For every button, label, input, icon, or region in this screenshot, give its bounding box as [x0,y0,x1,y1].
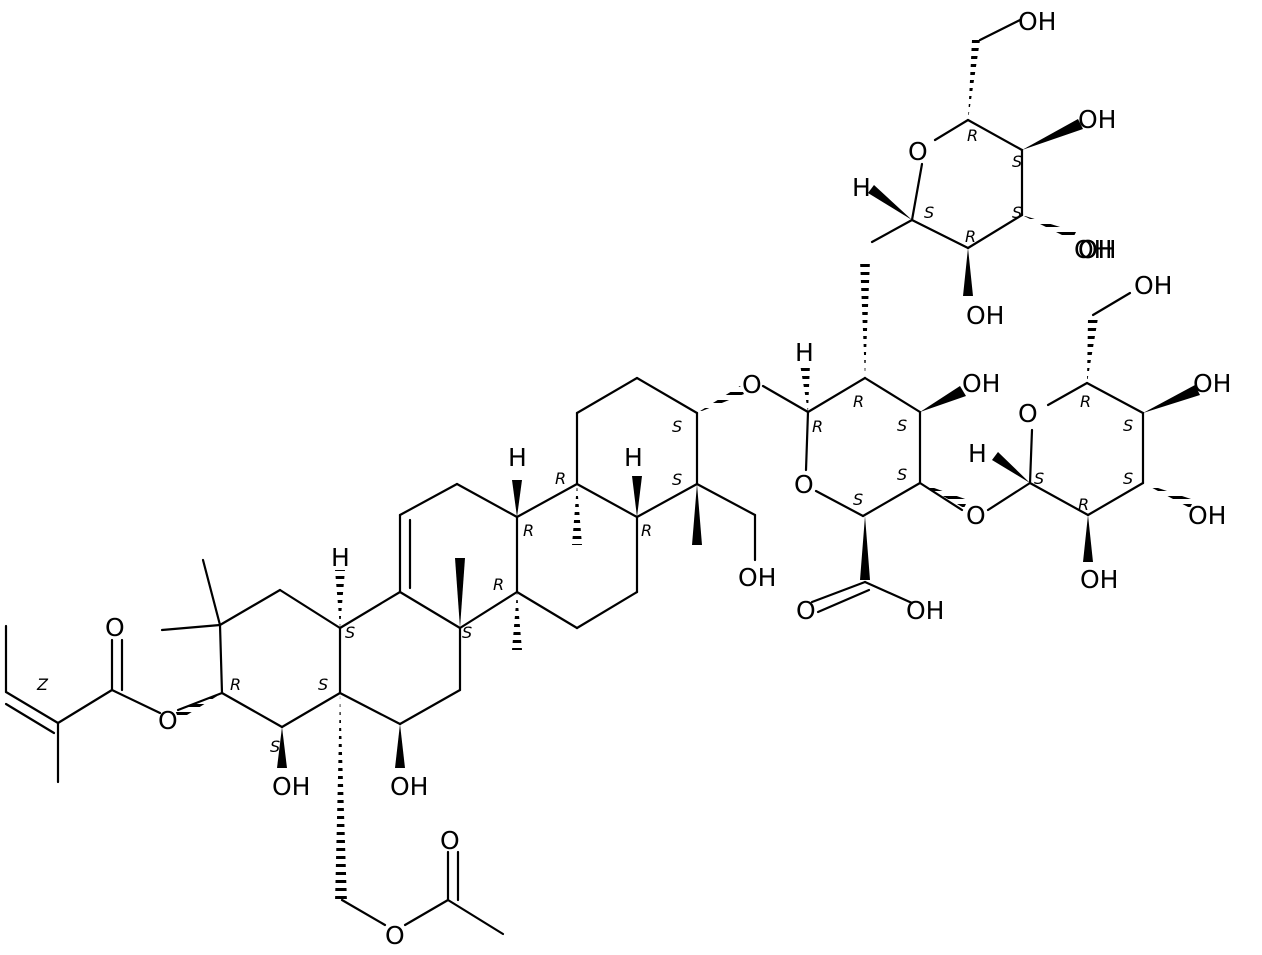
stereo-labels: R S S S R R S S S S R S S R S S R R S R … [36,126,1133,756]
stereo-label: R [230,675,241,694]
stereo-label: R [523,521,534,540]
stereo-label: R [555,469,566,488]
stereo-label: S [1123,416,1133,435]
atom-label: OH [272,772,310,801]
atom-label: OH [1080,565,1118,594]
stereo-label: R [965,227,976,246]
stereo-label: S [270,737,280,756]
stereo-label: R [1080,392,1091,411]
atom-label: O [908,137,928,166]
wedge-bonds [277,119,1200,768]
stereo-label: R [853,392,864,411]
stereo-label: R [812,417,823,436]
atom-label: OH [1074,235,1112,264]
atom-label: H [624,443,643,472]
atom-label: H [331,543,350,572]
stereo-label: R [967,126,978,145]
stereo-label: S [1123,469,1133,488]
atom-label: O [966,501,986,530]
hash-bonds [175,40,1194,903]
atom-label: O [1018,399,1038,428]
stereo-label: S [462,623,472,642]
atom-label: OH [390,772,428,801]
atom-label: H [795,338,814,367]
atom-label: OH [966,301,1004,330]
atom-label: O [794,470,814,499]
atom-label: OH [1078,235,1116,264]
atom-label: O [796,596,816,625]
atom-label: OH [1188,501,1226,530]
atom-label: OH [1078,105,1116,134]
stereo-label: S [897,465,907,484]
bonds [4,18,1145,936]
stereo-label: S [345,623,355,642]
stereo-label: S [1012,203,1022,222]
atom-labels: OH OH O H OH OH OH H OH OH OH OH O O OH … [105,7,1231,950]
stereo-label: R [641,521,652,540]
stereo-label: Z [36,675,49,694]
atom-label: O [440,826,460,855]
stereo-label: S [924,203,934,222]
stereo-label: S [318,675,328,694]
atom-label: O [742,370,762,399]
atom-label: O [158,706,178,735]
atom-label: OH [962,369,1000,398]
stereo-label: R [493,575,504,594]
atom-label: H [852,173,871,202]
atom-label: OH [1193,369,1231,398]
atom-label: OH [1018,7,1056,36]
stereo-label: R [1078,495,1089,514]
atom-label: O [385,921,405,950]
atom-label: H [508,443,527,472]
stereo-label: S [672,470,682,489]
stereo-label: S [672,417,682,436]
atom-label: OH [1078,235,1116,264]
atom-label: OH [1134,271,1172,300]
stereo-label: S [853,490,863,509]
atom-label: O [105,613,125,642]
stereo-label: S [1034,469,1044,488]
stereo-label: S [897,416,907,435]
atom-label: OH [906,596,944,625]
atom-label: H [968,439,987,468]
atom-label: OH [738,563,776,592]
stereo-label: S [1012,152,1022,171]
